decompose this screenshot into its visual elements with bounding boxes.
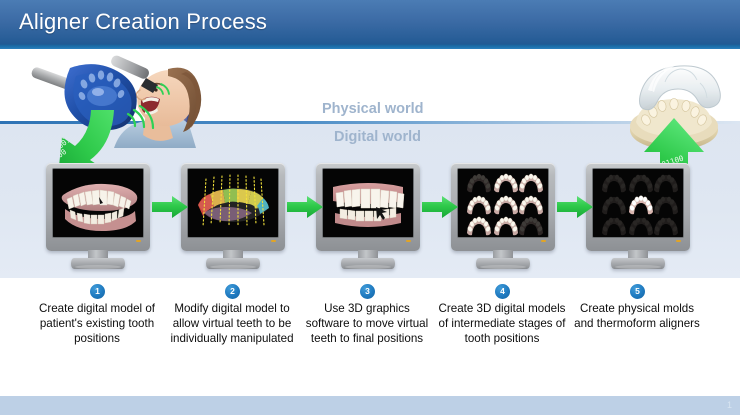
monitor-power-led [676,240,681,242]
dental-mold-icon [630,98,718,150]
flow-arrow-2-to-3 [287,196,323,218]
monitor-neck [223,250,243,261]
step-badge-4: 4 [495,284,510,299]
step-caption-4: Create 3D digital models of intermediate… [438,302,566,346]
svg-text:0110111: 0110111 [54,111,84,138]
monitor-bezel [316,163,420,251]
step-caption-2: Modify digital model to allow virtual te… [170,302,294,346]
step-badge-1: 1 [90,284,105,299]
monitor-base [611,258,665,269]
monitor-bezel [46,163,150,251]
page-number: 1 [726,400,732,410]
step-caption-3: Use 3D graphics software to move virtual… [305,302,429,346]
flow-arrow-3-to-4 [422,196,458,218]
flow-arrow-1-to-2 [152,196,188,218]
step-caption-1: Create digital model of patient's existi… [39,302,155,346]
monitor-neck [493,250,513,261]
clear-aligner-icon [639,64,721,111]
physical-world-label: Physical world [322,101,424,117]
page-title: Aligner Creation Process [19,9,268,34]
aligner-output-illustration [612,52,740,180]
monitor-neck [628,250,648,261]
title-bar [0,0,740,44]
monitor-base [71,258,125,269]
monitor-step-2 [181,163,285,269]
highlighted-arch-grid-icon [593,169,683,237]
monitor-bezel [451,163,555,251]
monitor-power-led [406,240,411,242]
monitor-screen-1 [53,169,143,237]
step-badge-5: 5 [630,284,645,299]
monitor-power-led [136,240,141,242]
scan-signal-waves [126,104,155,130]
world-divider-line [0,121,740,124]
monitor-power-led [541,240,546,242]
monitor-base [206,258,260,269]
monitor-neck [88,250,108,261]
dental-model-front-view-icon [323,169,413,237]
monitor-bezel [181,163,285,251]
arch-stage-grid-icon [458,169,548,237]
dental-model-side-view-icon [53,169,143,237]
step-badge-2: 2 [225,284,240,299]
monitor-screen-4 [458,169,548,237]
step-caption-5: Create physical molds and thermoform ali… [574,302,700,331]
monitor-base [476,258,530,269]
monitor-base [341,258,395,269]
title-bar-accent [0,44,740,49]
monitor-step-4 [451,163,555,269]
monitor-step-1 [46,163,150,269]
intraoral-scan-illustration [18,52,228,177]
monitor-step-5 [586,163,690,269]
monitor-bezel [586,163,690,251]
monitor-step-3 [316,163,420,269]
monitor-screen-5 [593,169,683,237]
impression-tray-icon [31,64,155,131]
scanner-wand-icon [111,55,170,95]
aligner-scene-svg [630,64,721,150]
monitor-screen-3 [323,169,413,237]
flow-arrow-4-to-5 [557,196,593,218]
footer-bar [0,396,740,415]
scan-scene-svg [31,55,202,148]
monitor-neck [358,250,378,261]
monitor-power-led [271,240,276,242]
monitor-screen-2 [188,169,278,237]
step-badge-3: 3 [360,284,375,299]
segmented-teeth-icon [188,169,278,237]
digital-world-label: Digital world [334,129,421,145]
